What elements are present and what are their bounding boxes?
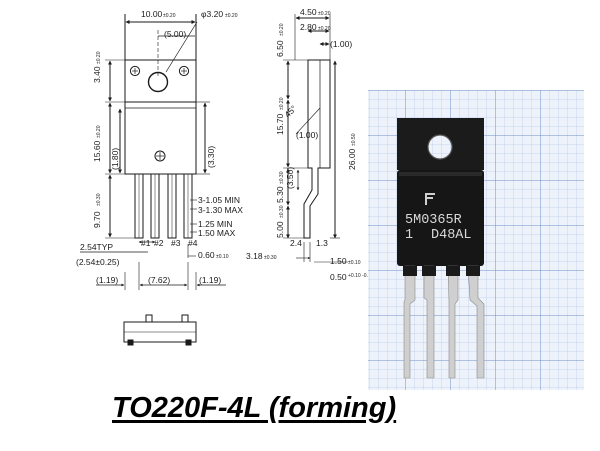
- svg-text:1.25 MIN: 1.25 MIN: [198, 219, 233, 229]
- svg-text:(1.00): (1.00): [330, 39, 352, 49]
- svg-text:(7.62): (7.62): [148, 275, 170, 285]
- svg-text:(2.54±0.25): (2.54±0.25): [76, 257, 120, 267]
- svg-text:(1.00): (1.00): [296, 130, 318, 140]
- svg-text:±0.20: ±0.20: [318, 26, 331, 32]
- svg-text:φ3.20: φ3.20: [201, 9, 223, 19]
- svg-text:±0.20: ±0.20: [279, 23, 285, 36]
- svg-text:2.54TYP: 2.54TYP: [80, 242, 113, 252]
- svg-text:5.30: 5.30: [275, 186, 285, 203]
- side-profile: [303, 59, 331, 239]
- svg-text:±0.20: ±0.20: [318, 11, 331, 17]
- side-view-labels: 4.50 ±0.20 2.80 ±0.20 (1.00) 6.50 ±0.20 …: [246, 7, 374, 282]
- package-caption: TO220F-4L (forming): [112, 392, 397, 424]
- svg-text:4.50: 4.50: [300, 7, 317, 17]
- svg-text:(1.19): (1.19): [96, 275, 118, 285]
- svg-text:±0.30: ±0.30: [279, 205, 285, 218]
- body-outline: [124, 101, 197, 175]
- svg-text:0.60: 0.60: [198, 250, 215, 260]
- svg-text:1.50: 1.50: [330, 256, 347, 266]
- svg-text:(3.50): (3.50): [285, 167, 295, 189]
- svg-text:(5.00): (5.00): [164, 29, 186, 39]
- package-leads: [403, 265, 485, 379]
- svg-text:15.70: 15.70: [275, 113, 285, 135]
- svg-text:±0.20: ±0.20: [96, 125, 102, 138]
- svg-text:±0.20: ±0.20: [279, 97, 285, 110]
- package-body: [397, 170, 484, 266]
- svg-text:±0.20: ±0.20: [163, 13, 176, 19]
- svg-text:5.00: 5.00: [275, 221, 285, 238]
- svg-text:3.18: 3.18: [246, 251, 263, 261]
- fairchild-logo: [425, 193, 435, 205]
- svg-text:2.80: 2.80: [300, 22, 317, 32]
- svg-text:±0.20: ±0.20: [96, 51, 102, 64]
- svg-text:±0.30: ±0.30: [96, 193, 102, 206]
- svg-text:0.50: 0.50: [330, 272, 347, 282]
- svg-text:1.3: 1.3: [316, 238, 328, 248]
- svg-text:±0.20: ±0.20: [225, 13, 238, 19]
- svg-text:±0.10: ±0.10: [348, 260, 361, 266]
- svg-text:10.00: 10.00: [141, 9, 163, 19]
- svg-text:(3.30): (3.30): [206, 146, 216, 168]
- svg-text:26.00: 26.00: [347, 148, 357, 170]
- component-photo: 5M0365R 1 D48AL: [368, 90, 584, 390]
- mounting-hole: [147, 71, 169, 93]
- svg-text:3-1.30 MAX: 3-1.30 MAX: [198, 205, 243, 215]
- svg-text:6.50: 6.50: [275, 40, 285, 57]
- svg-text:±0.50: ±0.50: [351, 133, 357, 146]
- svg-text:9.70: 9.70: [92, 211, 102, 228]
- svg-text:±0.30: ±0.30: [264, 255, 277, 261]
- svg-text:5M0365R: 5M0365R: [405, 213, 462, 228]
- svg-text:(1.19): (1.19): [199, 275, 221, 285]
- front-view-labels: 10.00 ±0.20 φ3.20 ±0.20 (5.00) 3.40 ±0.2…: [76, 9, 243, 285]
- svg-text:#2: #2: [154, 238, 164, 248]
- svg-text:#3: #3: [171, 238, 181, 248]
- svg-text:(1.80): (1.80): [110, 148, 120, 170]
- svg-text:#1: #1: [141, 238, 151, 248]
- svg-text:1: 1: [405, 228, 413, 243]
- svg-text:15.60: 15.60: [92, 140, 102, 162]
- front-view: [80, 14, 226, 290]
- svg-text:+0.10 -0.05: +0.10 -0.05: [348, 273, 374, 279]
- svg-text:3.40: 3.40: [92, 66, 102, 83]
- front-leads: [134, 173, 193, 239]
- svg-text:±0.10: ±0.10: [216, 254, 229, 260]
- svg-text:2.4: 2.4: [290, 238, 302, 248]
- svg-text:#4: #4: [188, 238, 198, 248]
- side-view: [283, 14, 348, 263]
- svg-text:±0.30: ±0.30: [279, 171, 285, 184]
- svg-text:3-1.05 MIN: 3-1.05 MIN: [198, 195, 240, 205]
- bottom-profile: [123, 314, 197, 346]
- svg-text:1.50 MAX: 1.50 MAX: [198, 228, 236, 238]
- svg-text:D48AL: D48AL: [431, 228, 472, 243]
